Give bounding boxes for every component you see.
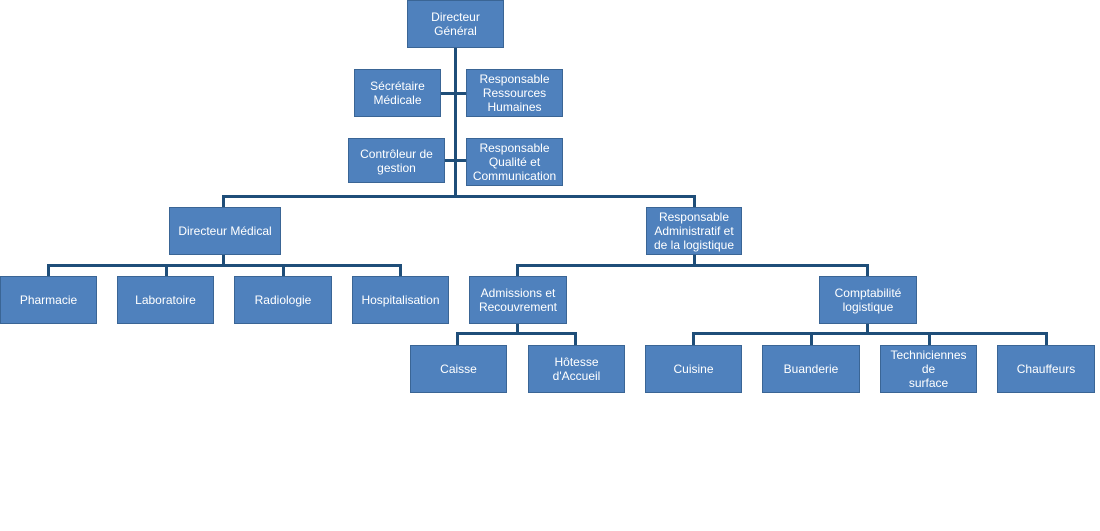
connector-line <box>516 264 519 276</box>
node-directeur-general: Directeur Général <box>407 0 504 48</box>
node-chauffeurs: Chauffeurs <box>997 345 1095 393</box>
connector-line <box>282 264 285 276</box>
connector-line <box>810 332 813 345</box>
connector-line <box>222 255 225 265</box>
connector-line <box>693 195 696 207</box>
node-admissions-recouvrement: Admissions et Recouvrement <box>469 276 567 324</box>
node-secretaire-medicale: Sécrétaire Médicale <box>354 69 441 117</box>
node-label: Responsable Qualité et Communication <box>472 141 557 183</box>
node-label: Pharmacie <box>19 293 78 307</box>
node-label: Responsable Administratif et de la logis… <box>653 210 735 252</box>
connector-line <box>928 332 931 345</box>
connector-line <box>47 264 402 267</box>
node-comptabilite-logistique: Comptabilité logistique <box>819 276 917 324</box>
node-label: Radiologie <box>254 293 312 307</box>
connector-line <box>692 332 1048 335</box>
connector-line <box>516 264 868 267</box>
node-radiologie: Radiologie <box>234 276 332 324</box>
node-directeur-medical: Directeur Médical <box>169 207 281 255</box>
node-label: Laboratoire <box>135 293 196 307</box>
node-label: Sécrétaire Médicale <box>370 79 425 107</box>
connector-line <box>222 195 695 198</box>
node-hotesse-accueil: Hôtesse d'Accueil <box>528 345 625 393</box>
node-buanderie: Buanderie <box>762 345 860 393</box>
connector-line <box>574 332 577 345</box>
node-cuisine: Cuisine <box>645 345 742 393</box>
node-label: Responsable Ressources Humaines <box>479 72 550 114</box>
node-techniciennes-surface: Techniciennes de surface <box>880 345 977 393</box>
node-laboratoire: Laboratoire <box>117 276 214 324</box>
node-label: Techniciennes de surface <box>890 348 967 390</box>
connector-line <box>866 264 869 276</box>
connector-line <box>399 264 402 276</box>
node-label: Hôtesse d'Accueil <box>552 355 601 383</box>
node-responsable-qualite: Responsable Qualité et Communication <box>466 138 563 186</box>
node-responsable-rh: Responsable Ressources Humaines <box>466 69 563 117</box>
node-label: Directeur Général <box>431 10 480 38</box>
node-label: Comptabilité logistique <box>834 286 902 314</box>
connector-line <box>165 264 168 276</box>
node-hospitalisation: Hospitalisation <box>352 276 449 324</box>
connector-line <box>47 264 50 276</box>
node-label: Directeur Médical <box>178 224 272 238</box>
node-label: Admissions et Recouvrement <box>478 286 558 314</box>
connector-line <box>692 332 695 345</box>
node-label: Hospitalisation <box>361 293 440 307</box>
node-responsable-administratif: Responsable Administratif et de la logis… <box>646 207 742 255</box>
connector-line <box>222 195 225 207</box>
node-controleur-gestion: Contrôleur de gestion <box>348 138 445 183</box>
node-label: Buanderie <box>783 362 839 376</box>
connector-line <box>693 255 696 265</box>
node-label: Contrôleur de gestion <box>360 146 433 175</box>
node-caisse: Caisse <box>410 345 507 393</box>
connector-line <box>456 332 577 335</box>
connector-line <box>456 332 459 345</box>
connector-line <box>1045 332 1048 345</box>
connector-line <box>516 323 519 333</box>
node-pharmacie: Pharmacie <box>0 276 97 324</box>
node-label: Caisse <box>440 362 477 376</box>
node-label: Chauffeurs <box>1016 362 1076 376</box>
connector-line <box>866 323 869 333</box>
node-label: Cuisine <box>673 362 714 376</box>
connector-line <box>454 47 457 197</box>
